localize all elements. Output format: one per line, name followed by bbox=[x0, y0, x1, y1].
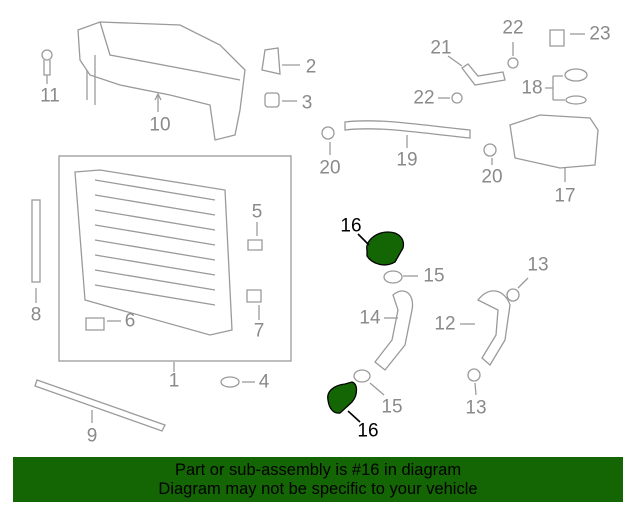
part-13-clamp bbox=[467, 277, 529, 396]
callout-20: 20 bbox=[319, 157, 341, 179]
part-9-seal bbox=[34, 379, 166, 432]
callout-1: 1 bbox=[168, 370, 180, 392]
callout-3: 3 bbox=[301, 92, 313, 114]
callout-2: 2 bbox=[305, 56, 317, 78]
callout-10: 10 bbox=[149, 114, 171, 136]
part-3-grommet bbox=[264, 92, 297, 108]
part-21-hose bbox=[447, 55, 506, 86]
callout-19: 19 bbox=[396, 149, 418, 171]
callout-16b[interactable]: 16 bbox=[357, 420, 379, 442]
banner-line-2: Diagram may not be specific to your vehi… bbox=[158, 480, 478, 498]
callout-6: 6 bbox=[124, 310, 136, 332]
callout-12: 12 bbox=[434, 313, 456, 335]
callout-14: 14 bbox=[359, 307, 381, 329]
part-19-hose bbox=[344, 120, 471, 148]
part-18-cap bbox=[545, 68, 588, 105]
part-22-clamp bbox=[438, 42, 519, 104]
part-17-reservoir bbox=[509, 114, 599, 182]
part-5-drain bbox=[247, 222, 263, 251]
callout-13: 13 bbox=[527, 254, 549, 276]
callout-21: 21 bbox=[430, 37, 452, 59]
part-7-sensor bbox=[246, 289, 262, 320]
part-8-seal bbox=[31, 199, 41, 303]
part-11-clip bbox=[41, 49, 53, 84]
callout-7: 7 bbox=[253, 320, 265, 342]
callout-15b: 15 bbox=[381, 396, 403, 418]
part-15-clamp bbox=[353, 270, 418, 396]
callout-20b: 20 bbox=[481, 166, 503, 188]
callout-4: 4 bbox=[258, 371, 270, 393]
callout-8: 8 bbox=[30, 304, 42, 326]
callout-22b: 22 bbox=[413, 87, 435, 109]
callout-16[interactable]: 16 bbox=[340, 215, 362, 237]
callout-15: 15 bbox=[423, 265, 445, 287]
callout-11: 11 bbox=[40, 85, 60, 107]
part-1-radiator bbox=[74, 169, 233, 372]
banner-line-1: Part or sub-assembly is #16 in diagram bbox=[174, 461, 462, 479]
callout-22: 22 bbox=[502, 17, 524, 39]
part-20-clamp bbox=[321, 126, 497, 165]
part-4-mount bbox=[220, 376, 255, 388]
callout-13b: 13 bbox=[465, 397, 487, 419]
callout-5: 5 bbox=[251, 201, 263, 223]
part-6-plug bbox=[85, 317, 121, 331]
part-16-outlet bbox=[327, 231, 405, 423]
part-2-bracket bbox=[261, 47, 300, 75]
part-1-radiator-frame bbox=[58, 155, 292, 362]
callout-17: 17 bbox=[554, 185, 576, 207]
callout-9: 9 bbox=[86, 425, 98, 447]
part-23-cap bbox=[549, 29, 585, 47]
callout-23: 23 bbox=[589, 23, 611, 45]
part-12-hose bbox=[460, 290, 511, 367]
notice-banner: Part or sub-assembly is #16 in diagram D… bbox=[13, 457, 623, 502]
callout-18: 18 bbox=[521, 77, 543, 99]
part-10-shield bbox=[77, 21, 246, 141]
part-14-hose bbox=[374, 290, 414, 371]
